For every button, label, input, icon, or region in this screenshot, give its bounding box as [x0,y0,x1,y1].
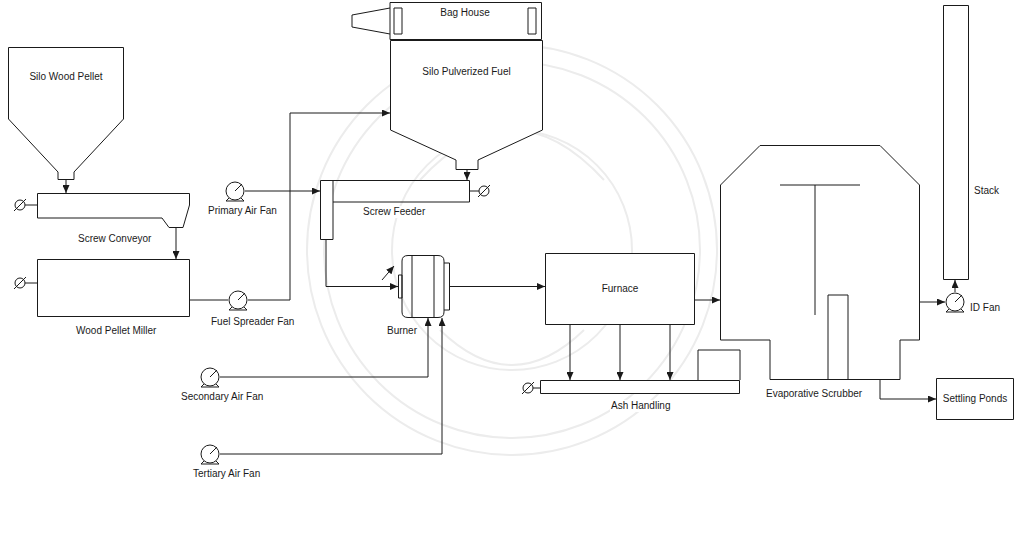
fan-symbol-line [235,184,242,191]
burner-line [399,275,403,298]
ash-tray-outline [540,380,740,394]
screw-feeder: Screw Feeder [320,180,470,240]
stack-line [944,6,969,280]
storage-silo-outline [390,40,543,170]
scrubber-line [815,185,816,315]
bag-house: Bag House [350,2,542,40]
node-label: Settling Ponds [939,393,1011,405]
stack: Stack [943,5,969,280]
furnace-box: Furnace [545,253,695,325]
burner-line [412,256,434,318]
stack-outline [943,5,969,280]
fan-symbol: ID Fan [945,292,965,312]
motor-symbol [14,185,540,394]
fan-symbol-line [226,182,244,200]
fan-symbol: Tertiary Air Fan [200,444,220,464]
bag-house-line [352,8,390,34]
fan-symbol: Primary Air Fan [225,181,245,201]
node-label: Furnace [549,283,691,295]
node-label: Silo Wood Pellet [12,71,120,83]
fan-symbol-line [201,445,219,463]
node-label: Bag House [404,7,526,19]
scrubber-outline [720,145,920,380]
equipment-label: Screw Feeder [362,206,426,218]
equipment-label: Ash Handling [610,400,671,412]
fan-symbol-line [946,293,964,311]
fan-symbol-outline [228,290,248,310]
burner-outline [398,255,450,318]
fan-symbol-line [201,368,219,386]
flow-line [190,300,228,301]
scrubber-line [828,295,848,380]
fan-symbol-line [229,291,247,309]
equipment-label: Secondary Air Fan [180,391,264,403]
furnace-box-line [546,254,695,325]
pond-box-line [937,379,1014,420]
fan-symbol-outline [225,181,245,201]
mill-box: Wood Pellet Miller [37,259,190,317]
equipment-label: Wood Pellet Miller [75,325,157,337]
equipment-label: Primary Air Fan [207,205,278,217]
fan-symbol-line [229,307,247,310]
ash-tray-line [541,381,740,394]
node-label: Silo Pulverized Fuel [394,66,539,78]
equipment-label: Stack [973,185,1000,197]
fan-symbol-line [955,295,962,302]
burner-damper [382,266,394,280]
flow-line [955,280,956,292]
ash-tray: Ash Handling [540,380,740,394]
fan-symbol-line [201,461,219,464]
flow-line [570,325,571,380]
scrubber: Evaporative Scrubber [720,145,920,380]
flow-line [220,318,442,454]
storage-silo: Silo Pulverized Fuel [390,40,543,170]
pond-box: Settling Ponds [936,378,1014,420]
screw-feeder-line [321,181,334,240]
fan-symbol-outline [200,444,220,464]
fan-symbol-line [226,198,244,201]
fan-symbol-line [210,370,217,377]
bag-house-line [528,8,536,34]
bag-house-line [394,8,402,34]
flow-line [920,302,945,303]
burner-line [402,256,444,318]
fan-symbol-outline [200,367,220,387]
screw-feeder-line [333,181,470,203]
equipment-label: Burner [386,325,418,337]
storage-silo-outline [8,47,124,180]
mill-box-line [38,260,190,317]
flow-line [467,170,468,180]
screw-conveyor-line [38,194,190,228]
equipment-label: Evaporative Scrubber [765,388,863,400]
flow-line [326,240,398,287]
burner-line [444,263,450,310]
equipment-label: ID Fan [969,302,1001,314]
screw-conveyor: Screw Conveyor [37,193,190,228]
flow-line [695,300,720,301]
flow-line [245,191,320,192]
flow-line [880,380,936,399]
fan-symbol-outline [945,292,965,312]
flow-line [66,180,67,193]
fan-symbol: Secondary Air Fan [200,367,220,387]
storage-silo: Silo Wood Pellet [8,47,124,180]
storage-silo-line [9,48,124,180]
flow-line [450,286,545,287]
scrubber-line [780,185,860,186]
scrubber-line [721,146,920,380]
storage-silo-line [391,41,543,170]
fan-symbol-line [201,384,219,387]
burner: Burner [398,255,450,318]
flow-line [176,228,177,259]
equipment-label: Screw Conveyor [77,233,152,245]
screw-conveyor-outline [37,193,190,228]
bag-house-line [390,3,542,40]
fan-symbol-line [210,447,217,454]
fan-symbol-line [946,309,964,312]
fan-symbol: Fuel Spreader Fan [228,290,248,310]
mill-box-outline [37,259,190,317]
equipment-label: Tertiary Air Fan [192,468,261,480]
equipment-label: Fuel Spreader Fan [210,316,295,328]
fan-symbol-line [238,293,245,300]
